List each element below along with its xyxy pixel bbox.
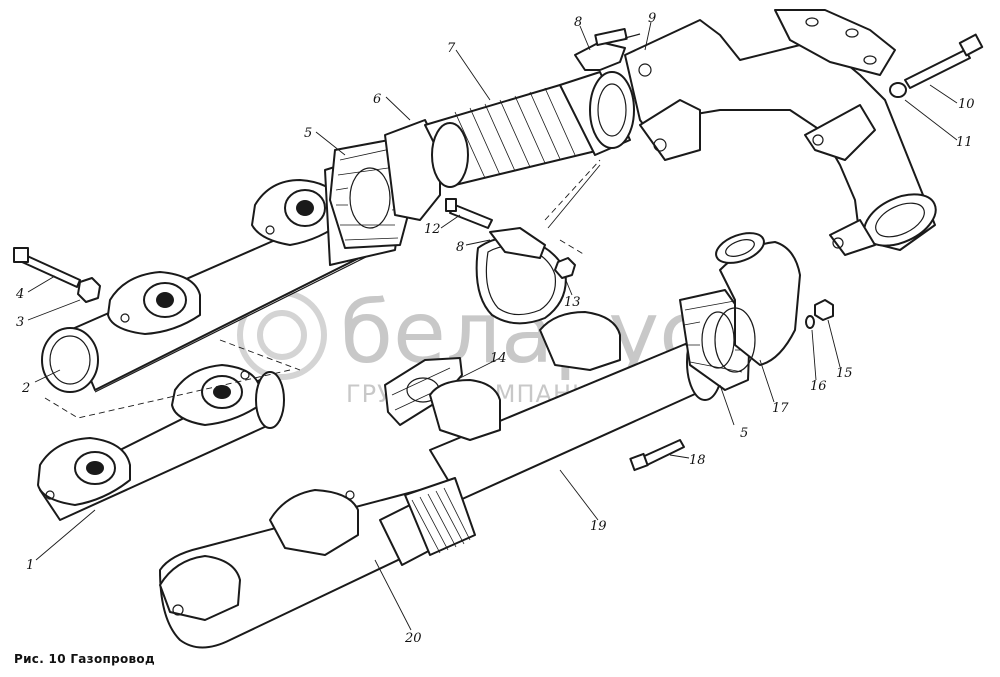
callout-part-18: 18 <box>689 453 706 468</box>
bolt-10 <box>904 33 984 89</box>
callout-part-19: 19 <box>590 519 607 534</box>
manifold-rear-lower <box>37 364 285 521</box>
callouts: 1 2 3 4 5 5 6 7 8 8 9 10 11 12 13 14 15 … <box>15 11 975 646</box>
callout-part-4: 4 <box>15 287 24 302</box>
washer-16 <box>805 315 815 329</box>
callout-part-5-lower: 5 <box>740 426 748 441</box>
manifold-front-20 <box>159 477 476 649</box>
figure-caption: Рис. 10 Газопровод <box>14 652 155 666</box>
exhaust-elbow-upper <box>624 9 937 256</box>
callout-part-11: 11 <box>956 135 973 150</box>
callout-part-2: 2 <box>21 381 30 396</box>
bolt-12 <box>445 198 493 229</box>
nut-13 <box>554 257 576 279</box>
nut-15 <box>814 299 834 321</box>
callout-part-1: 1 <box>26 558 34 573</box>
washer-11 <box>889 82 907 98</box>
clamp-lower <box>475 227 567 325</box>
callout-part-6: 6 <box>373 92 381 107</box>
callout-part-8-upper: 8 <box>574 15 582 30</box>
callout-part-20: 20 <box>404 631 422 646</box>
bolt-18 <box>629 439 685 472</box>
elbow-17 <box>714 232 801 373</box>
assembly-dashed-lines <box>44 159 601 419</box>
callout-part-3: 3 <box>16 315 24 330</box>
callout-part-15: 15 <box>836 366 853 381</box>
leader-lines <box>27 21 958 631</box>
clamp-upper <box>574 27 641 71</box>
callout-part-9: 9 <box>648 11 656 26</box>
callout-part-8-lower: 8 <box>456 240 464 255</box>
callout-part-7: 7 <box>447 41 456 56</box>
callout-part-13: 13 <box>564 295 581 310</box>
callout-part-10: 10 <box>958 97 975 112</box>
callout-part-14: 14 <box>490 351 507 366</box>
callout-part-17: 17 <box>772 401 789 416</box>
callout-part-5-upper: 5 <box>304 126 312 141</box>
callout-part-12: 12 <box>424 222 441 237</box>
nut-3 <box>77 277 101 303</box>
callout-part-16: 16 <box>810 379 827 394</box>
bolt-4 <box>13 247 81 288</box>
flex-pipe-assembly <box>384 71 635 221</box>
